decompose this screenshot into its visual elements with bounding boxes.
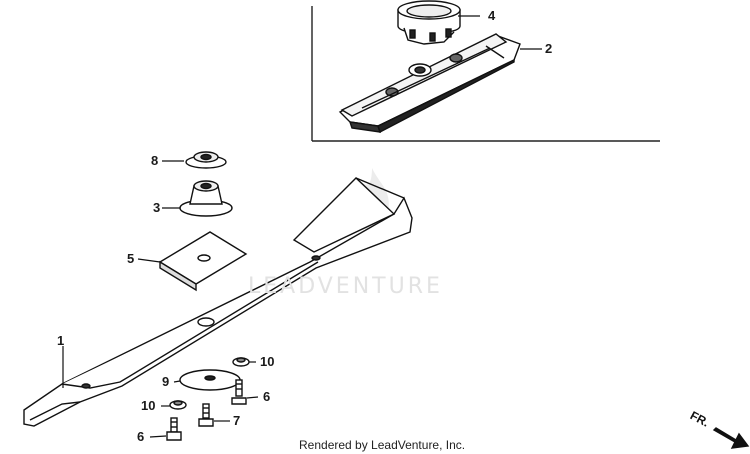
small-washer-upper-part <box>232 357 250 367</box>
blade-adapter-part <box>338 33 521 134</box>
inset-frame <box>311 6 660 142</box>
small-washer-lower-part <box>169 400 187 410</box>
callout-1: 1 <box>57 333 65 348</box>
callout-6-right: 6 <box>263 389 271 404</box>
large-washer-part <box>179 369 241 391</box>
watermark-text: LEADVENTURE <box>248 274 443 299</box>
callout-3: 3 <box>153 200 161 215</box>
callout-6-left: 6 <box>137 429 145 444</box>
mower-blade-part <box>23 177 413 427</box>
footer-credit: Rendered by LeadVenture, Inc. <box>299 438 466 452</box>
upper-nut-part <box>185 151 227 169</box>
callout-4: 4 <box>488 8 496 23</box>
callout-5: 5 <box>127 251 135 266</box>
callout-7: 7 <box>233 413 241 428</box>
bolt-center-part <box>198 403 214 427</box>
bolt-right-part <box>231 379 247 405</box>
front-direction-arrow <box>712 427 750 449</box>
callout-9: 9 <box>162 374 170 389</box>
callout-2: 2 <box>545 41 553 56</box>
callout-8: 8 <box>151 153 159 168</box>
blade-boss-part <box>179 180 233 217</box>
cap-nut-part <box>397 0 461 45</box>
callout-10-lower: 10 <box>141 398 156 413</box>
stiffener-plate-part <box>158 231 248 292</box>
bolt-left-part <box>166 417 182 441</box>
leader-lines <box>62 15 542 438</box>
callout-10-upper: 10 <box>260 354 275 369</box>
